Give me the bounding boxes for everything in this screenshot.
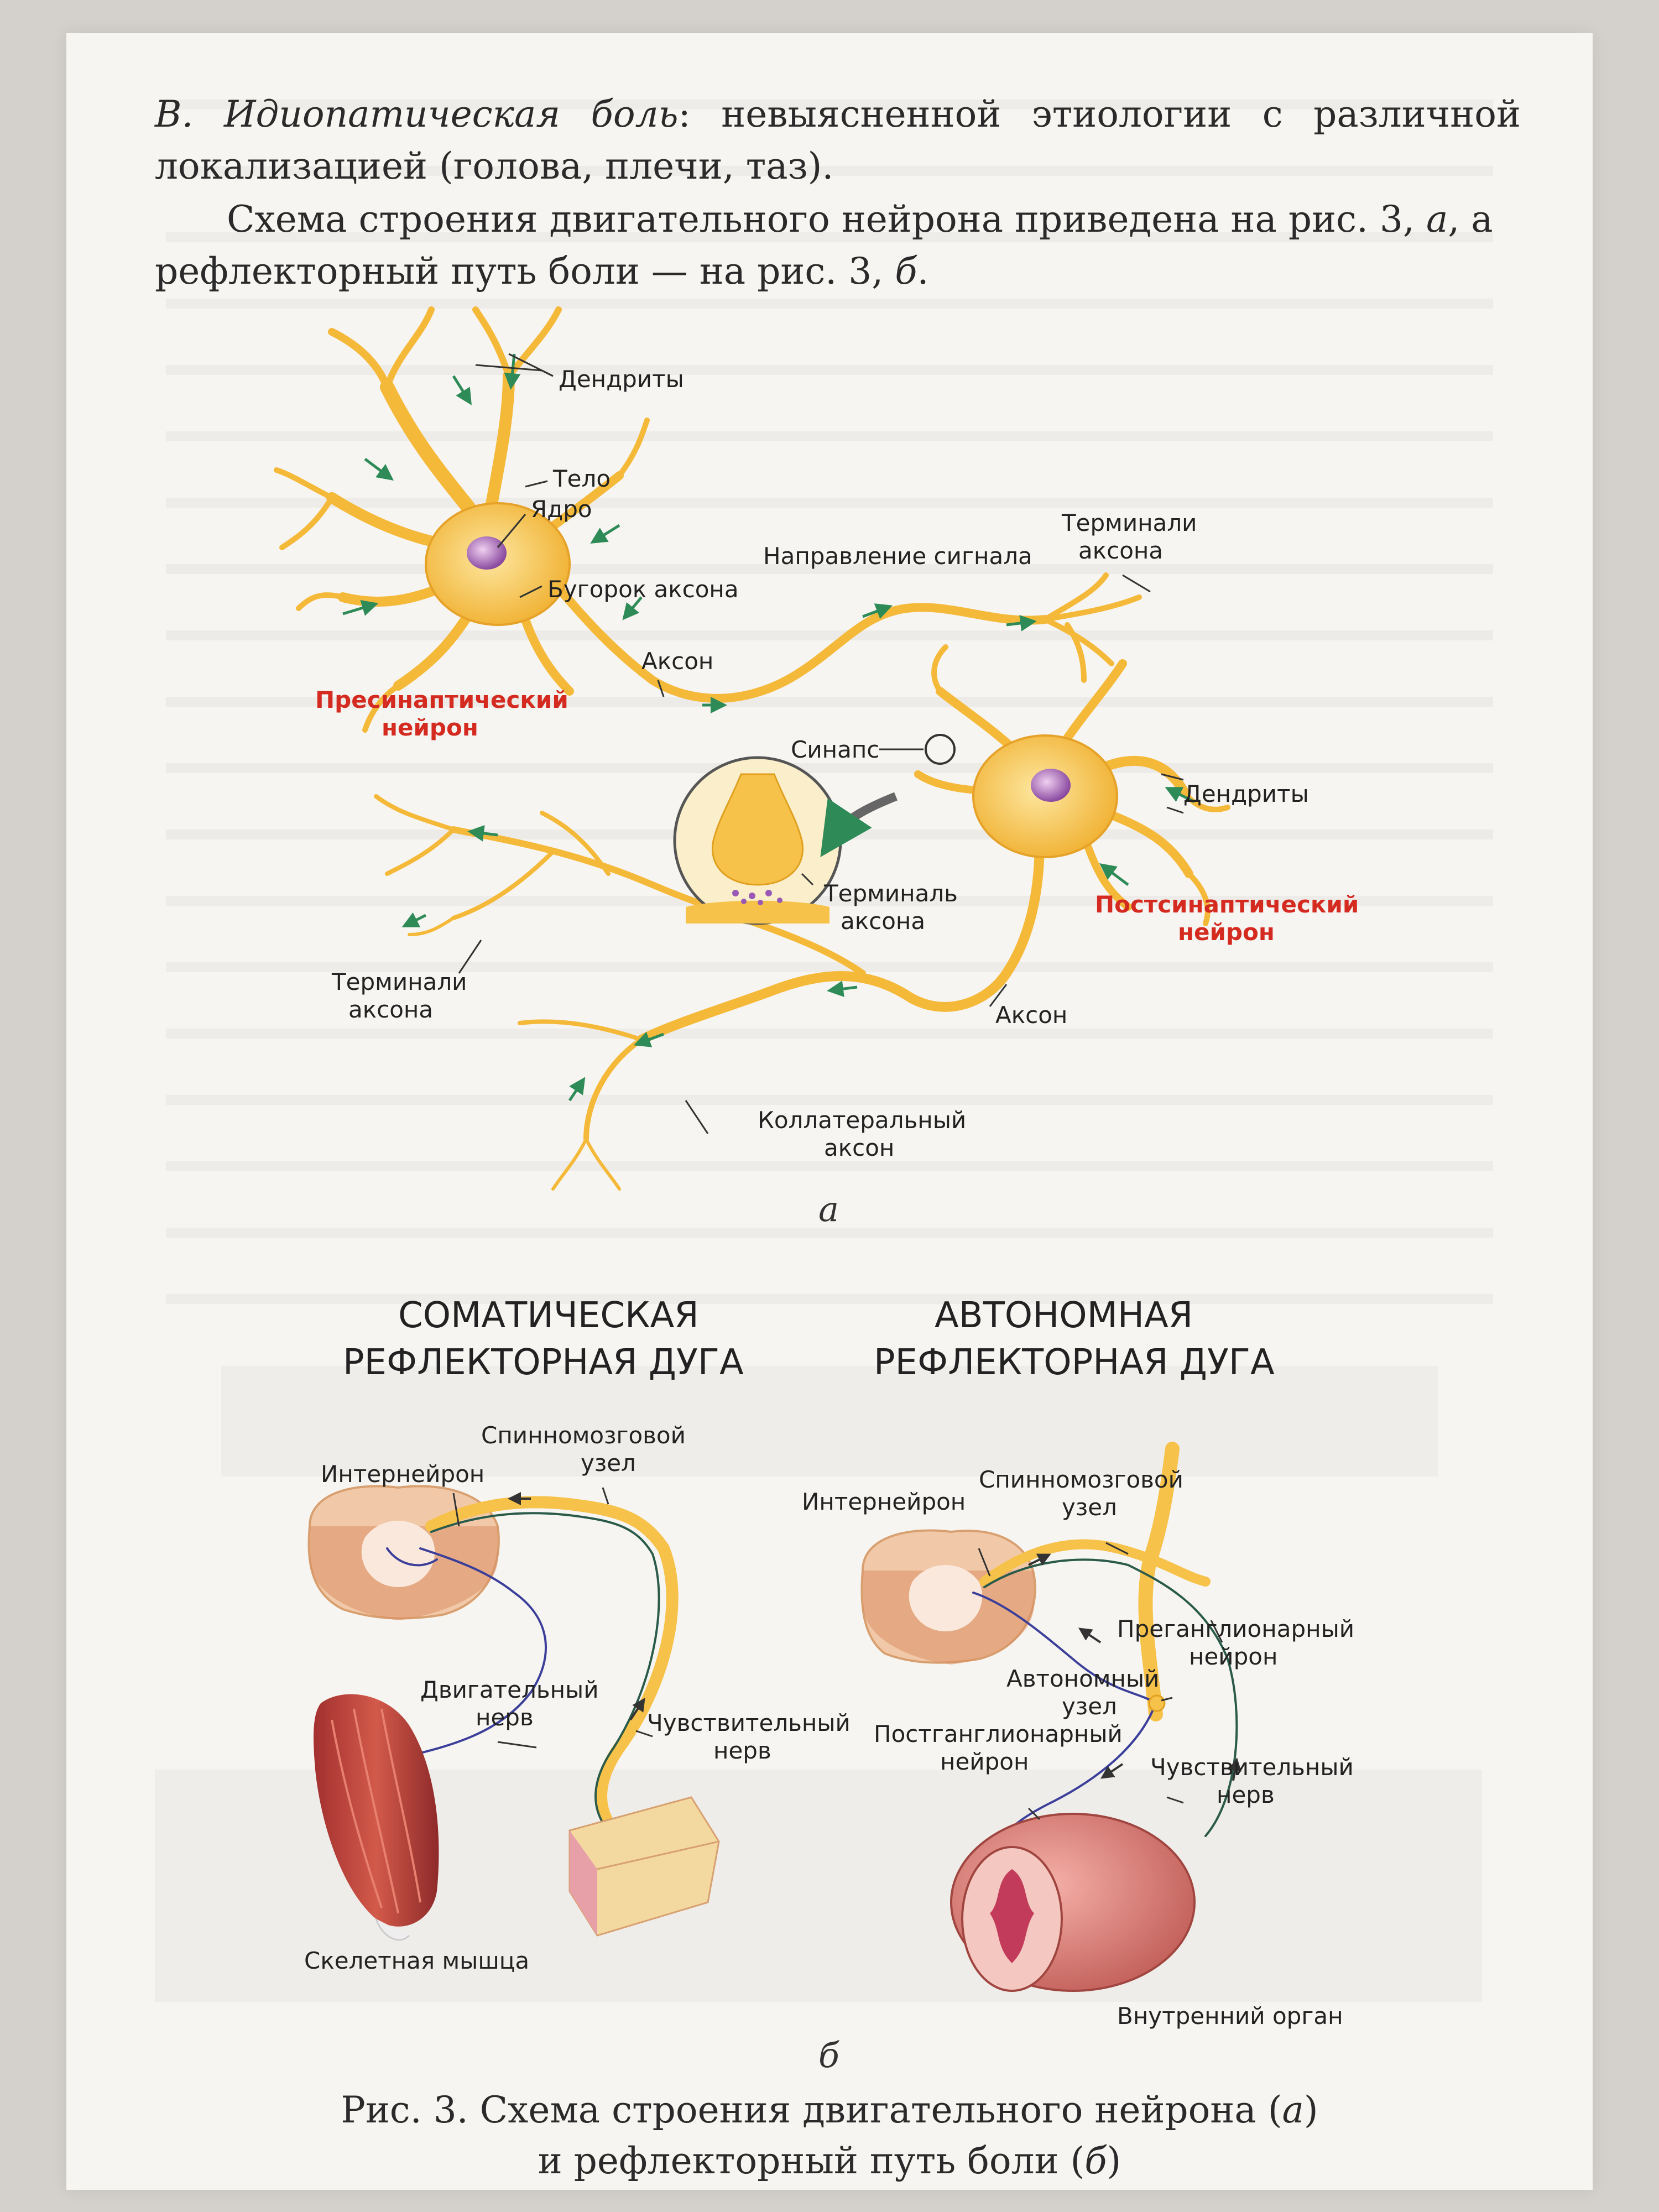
paragraph-figure-reference: Схема строения двигательного нейрона при… xyxy=(155,194,1521,298)
label-axon-bottom: Аксон xyxy=(995,1001,1067,1029)
label-terminals-top-1: Терминали xyxy=(1061,509,1197,536)
label-presynaptic-2: нейрон xyxy=(382,714,478,741)
label-spinal-ganglion-l-2: узел xyxy=(581,1449,636,1477)
label-collateral-1: Коллатеральный xyxy=(758,1107,966,1134)
skeletal-muscle xyxy=(314,1694,439,1941)
postsynaptic-neuron xyxy=(374,644,1230,1191)
label-sensory-nerve-r-1: Чувствительный xyxy=(1150,1754,1354,1781)
label-postganglionic-2: нейрон xyxy=(940,1748,1029,1775)
label-postsynaptic-1: Постсинаптический xyxy=(1095,891,1359,918)
para2-b: б xyxy=(895,250,917,293)
label-sensory-nerve-r-2: нерв xyxy=(1217,1781,1275,1808)
magnify-arrow-icon xyxy=(820,792,898,857)
figure-caption: Рис. 3. Схема строения двигательного ней… xyxy=(0,2085,1659,2187)
label-axon-terminal-2: аксона xyxy=(841,907,925,935)
label-motor-nerve-2: нерв xyxy=(476,1704,534,1731)
label-autonomic-ganglion-2: узел xyxy=(1062,1693,1117,1720)
synapse-inset xyxy=(673,734,956,925)
book-page xyxy=(66,33,1593,2190)
signal-direction-arrows xyxy=(342,353,1196,1102)
para2-mid: , а рефлекторный путь боли — на рис. 3, xyxy=(155,198,1493,293)
figure-a-leader-lines xyxy=(458,353,1184,1134)
caption-line-1: Рис. 3. Схема строения двигательного ней… xyxy=(0,2085,1659,2136)
internal-organ xyxy=(950,1813,1196,1992)
label-spinal-ganglion-l-1: Спинномозговой xyxy=(481,1422,686,1449)
paragraph-idiopathic-pain: В. Идиопатическая боль: невыясненной эти… xyxy=(155,88,1521,192)
label-sensory-nerve-l-2: нерв xyxy=(713,1737,771,1764)
label-internal-organ: Внутренний орган xyxy=(1117,2002,1343,2030)
label-sensory-nerve-l-1: Чувствительный xyxy=(647,1709,851,1736)
label-signal-direction: Направление сигнала xyxy=(763,542,1032,570)
figure-a-letter: а xyxy=(818,1189,839,1229)
label-presynaptic-1: Пресинаптический xyxy=(315,686,568,713)
para2-start: Схема строения двигательного нейрона при… xyxy=(227,198,1426,241)
presynaptic-nucleus xyxy=(467,536,507,570)
caption-line2-start: и рефлекторный путь боли ( xyxy=(538,2140,1085,2182)
label-terminals-left-1: Терминали xyxy=(331,968,467,995)
skin-block xyxy=(568,1796,720,1937)
label-spinal-ganglion-r-2: узел xyxy=(1062,1494,1117,1521)
label-interneuron-r: Интернейрон xyxy=(802,1488,966,1515)
label-preganglionic-1: Преганглионарный xyxy=(1117,1615,1354,1642)
label-postsynaptic-2: нейрон xyxy=(1178,919,1275,946)
postsynaptic-nucleus xyxy=(1031,769,1071,802)
label-synapse: Синапс xyxy=(791,736,879,763)
somatic-title-2: РЕФЛЕКТОРНАЯ ДУГА xyxy=(343,1342,744,1383)
label-preganglionic-2: нейрон xyxy=(1189,1643,1277,1670)
label-axon-hillock: Бугорок аксона xyxy=(547,576,739,603)
caption-line1-a: а xyxy=(1282,2089,1304,2131)
label-spinal-ganglion-r-1: Спинномозговой xyxy=(979,1466,1183,1493)
label-axon-mid: Аксон xyxy=(641,648,713,675)
label-body: Тело xyxy=(552,465,611,492)
label-terminals-top-2: аксона xyxy=(1078,537,1163,564)
autonomic-title-1: АВТОНОМНАЯ xyxy=(935,1295,1193,1336)
label-terminals-left-2: аксона xyxy=(348,996,433,1023)
label-dendrites-right: Дендриты xyxy=(1183,780,1309,807)
caption-line1-end: ) xyxy=(1303,2089,1318,2131)
label-autonomic-ganglion-1: Автономный xyxy=(1006,1665,1159,1692)
spinal-cord-autonomic xyxy=(860,1529,1036,1665)
caption-line1-start: Рис. 3. Схема строения двигательного ней… xyxy=(341,2089,1282,2131)
caption-line-2: и рефлекторный путь боли (б) xyxy=(0,2136,1659,2187)
label-nucleus: Ядро xyxy=(531,495,592,523)
somatic-title-1: СОМАТИЧЕСКАЯ xyxy=(398,1295,699,1336)
label-postganglionic-1: Постганглионарный xyxy=(874,1720,1123,1747)
label-collateral-2: аксон xyxy=(824,1134,894,1161)
label-dendrites-top: Дендриты xyxy=(559,366,684,393)
label-axon-terminal-1: Терминаль xyxy=(823,880,958,907)
label-skeletal-muscle: Скелетная мышца xyxy=(304,1947,529,1974)
label-motor-nerve-1: Двигательный xyxy=(420,1676,599,1703)
idiopathic-pain-text: : невыясненной этиологии с различной лок… xyxy=(155,93,1521,187)
idiopathic-pain-term: В. Идиопатическая боль xyxy=(155,93,679,135)
label-interneuron-l: Интернейрон xyxy=(321,1460,484,1488)
figure-b-arrows xyxy=(508,1492,1241,1781)
autonomic-title-2: РЕФЛЕКТОРНАЯ ДУГА xyxy=(874,1342,1275,1383)
axon-terminals-top xyxy=(1042,572,1142,683)
figure-b-leader-lines xyxy=(452,1487,1223,1820)
para2-a: а xyxy=(1426,198,1448,241)
caption-line2-b: б xyxy=(1084,2140,1107,2182)
caption-line2-end: ) xyxy=(1107,2140,1121,2182)
para2-end: . xyxy=(917,250,929,293)
figure-b-letter: б xyxy=(818,2035,839,2075)
